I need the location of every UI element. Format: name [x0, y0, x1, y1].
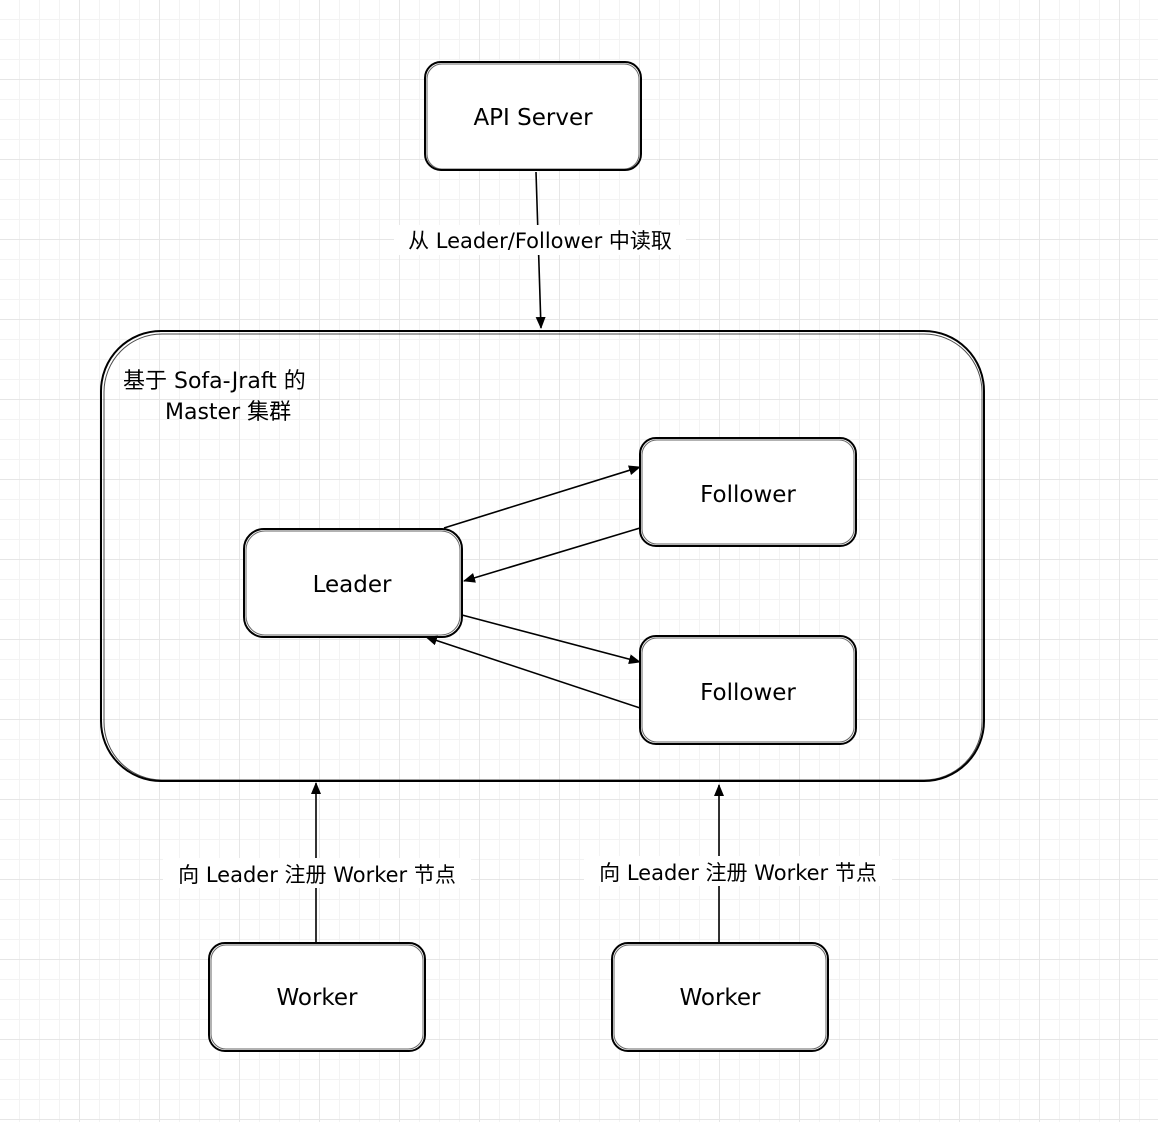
edge-leader-to-follower-bottom [461, 614, 641, 665]
edge-label-api: 从 Leader/Follower 中读取 [394, 225, 686, 255]
edge-leader-to-follower-top [443, 465, 641, 529]
worker-left-node[interactable]: Worker [208, 942, 426, 1052]
follower-bottom-node[interactable]: Follower [639, 635, 857, 745]
worker-left-label: Worker [276, 985, 358, 1011]
leader-label: Leader [313, 572, 392, 598]
api-server-label: API Server [473, 105, 593, 131]
follower-bottom-label: Follower [700, 680, 796, 706]
cluster-label-line2: Master 集群 [165, 400, 291, 425]
follower-top-node[interactable]: Follower [639, 437, 857, 547]
edge-follower-bottom-to-leader [425, 635, 641, 709]
follower-top-label: Follower [700, 482, 796, 508]
worker-right-label: Worker [679, 985, 761, 1011]
edge-follower-top-to-leader [463, 527, 641, 583]
api-server-node[interactable]: API Server [424, 61, 642, 171]
edge-label-api-text: 从 Leader/Follower 中读取 [408, 229, 672, 253]
cluster-label-line1: 基于 Sofa-Jraft 的 [123, 369, 306, 394]
edge-label-worker-left-text: 向 Leader 注册 Worker 节点 [178, 863, 456, 887]
leader-node[interactable]: Leader [243, 528, 463, 638]
edge-label-worker-right: 向 Leader 注册 Worker 节点 [584, 856, 892, 886]
master-cluster-group: 基于 Sofa-Jraft 的 Master 集群 [100, 330, 985, 782]
worker-right-node[interactable]: Worker [611, 942, 829, 1052]
edge-label-worker-left: 向 Leader 注册 Worker 节点 [163, 858, 471, 888]
edge-label-worker-right-text: 向 Leader 注册 Worker 节点 [599, 861, 877, 885]
